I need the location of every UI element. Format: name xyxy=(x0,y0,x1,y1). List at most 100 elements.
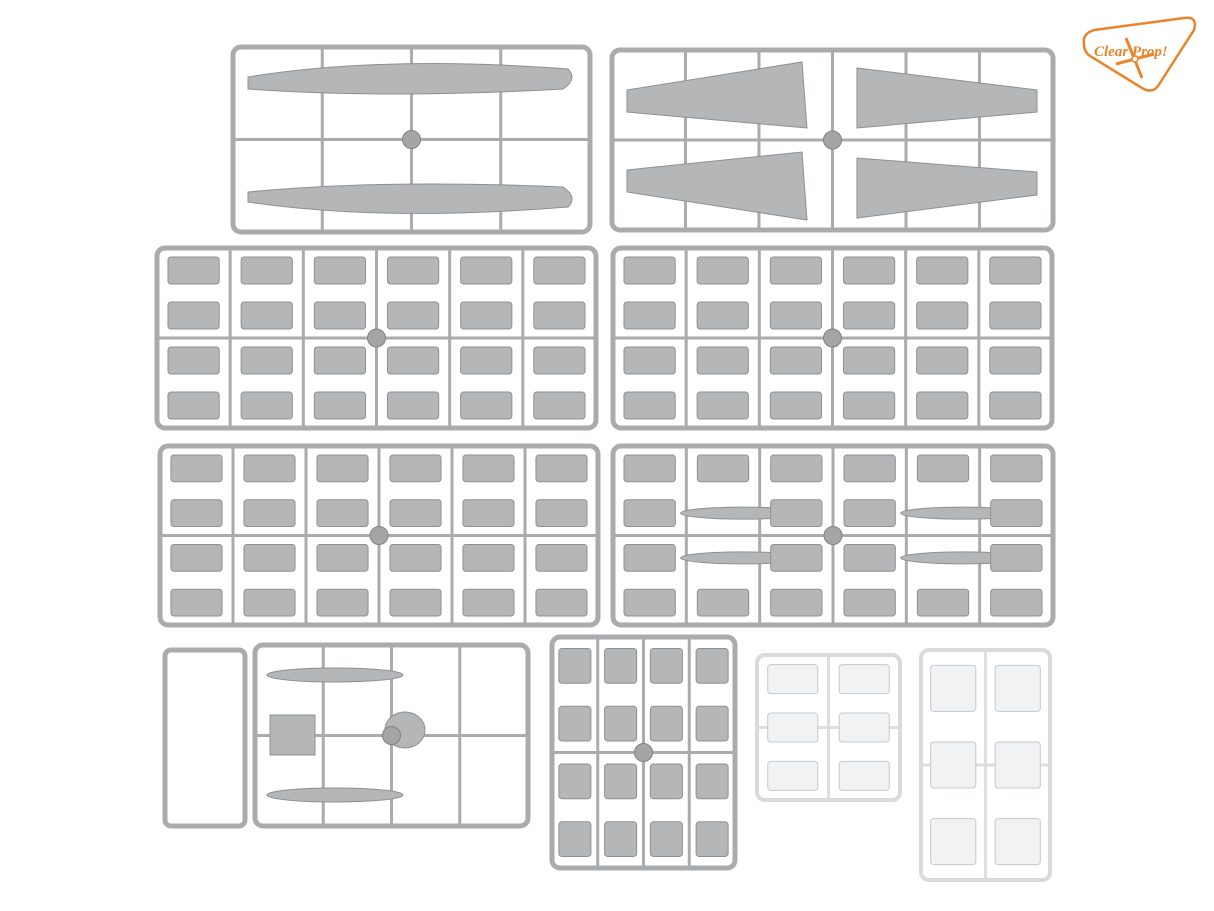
part xyxy=(170,588,223,617)
part xyxy=(243,543,296,572)
part xyxy=(843,543,896,572)
part xyxy=(696,256,749,285)
part xyxy=(990,588,1043,617)
part xyxy=(770,454,823,483)
part xyxy=(313,256,367,285)
part xyxy=(167,301,220,330)
part xyxy=(269,714,316,756)
part xyxy=(990,499,1043,528)
part xyxy=(767,664,819,695)
wing-part xyxy=(856,157,1038,219)
part xyxy=(770,588,823,617)
part xyxy=(989,301,1042,330)
part xyxy=(916,256,969,285)
part xyxy=(533,301,586,330)
fuselage-sprue xyxy=(230,44,593,235)
part xyxy=(313,391,367,420)
part xyxy=(989,346,1042,375)
tank-sprue xyxy=(252,642,531,829)
part xyxy=(535,499,588,528)
part xyxy=(695,821,729,857)
part xyxy=(767,712,819,743)
part xyxy=(533,256,586,285)
tail-sprue xyxy=(157,443,601,628)
part xyxy=(649,763,683,800)
part xyxy=(243,588,296,617)
part xyxy=(990,543,1043,572)
part xyxy=(842,301,896,330)
part xyxy=(916,454,970,483)
wing-sprue xyxy=(609,47,1056,233)
detail-sprue-2 xyxy=(610,245,1055,431)
part xyxy=(170,454,223,483)
part xyxy=(696,301,749,330)
part xyxy=(462,588,515,617)
part xyxy=(838,664,890,695)
part xyxy=(558,821,592,857)
part xyxy=(558,648,592,684)
part xyxy=(990,454,1043,483)
part xyxy=(535,543,588,572)
drop-tank xyxy=(266,667,404,683)
part xyxy=(623,391,676,420)
drop-tank xyxy=(266,787,404,803)
part xyxy=(623,301,676,330)
sprue-hub xyxy=(402,130,421,149)
fuselage-half xyxy=(247,63,573,95)
part xyxy=(843,454,896,483)
part xyxy=(930,741,977,789)
part xyxy=(695,763,729,800)
sprue-frame-extension xyxy=(162,647,248,829)
wing-part xyxy=(856,67,1038,129)
part xyxy=(994,818,1041,866)
part xyxy=(170,543,223,572)
part xyxy=(843,588,896,617)
part xyxy=(604,763,638,800)
part xyxy=(767,760,819,791)
part xyxy=(843,499,896,528)
part xyxy=(696,454,750,483)
part xyxy=(604,705,638,742)
clear-sprue-large xyxy=(919,648,1052,882)
part xyxy=(535,454,588,483)
part xyxy=(460,346,513,375)
sprue-hub xyxy=(823,526,843,545)
sprue-hub xyxy=(823,130,842,150)
sprue-hub xyxy=(634,743,653,762)
part xyxy=(167,391,220,420)
part xyxy=(916,588,970,617)
part xyxy=(240,256,293,285)
part xyxy=(842,256,896,285)
part xyxy=(462,499,515,528)
part xyxy=(240,391,293,420)
part xyxy=(696,588,750,617)
part xyxy=(769,346,823,375)
part xyxy=(989,256,1042,285)
part xyxy=(386,391,440,420)
small-parts-sprue xyxy=(549,634,738,871)
part xyxy=(240,301,293,330)
sprue-hub xyxy=(382,726,401,745)
part xyxy=(460,391,513,420)
part xyxy=(386,346,440,375)
part xyxy=(838,760,890,791)
part xyxy=(243,454,296,483)
part xyxy=(649,648,683,684)
part xyxy=(386,301,440,330)
part xyxy=(462,454,515,483)
part xyxy=(389,499,442,528)
part xyxy=(930,818,977,866)
part xyxy=(842,391,896,420)
part xyxy=(316,543,369,572)
part xyxy=(604,821,638,857)
wing-part xyxy=(626,61,808,129)
part xyxy=(462,543,515,572)
part xyxy=(769,301,823,330)
part xyxy=(916,346,969,375)
part xyxy=(916,301,969,330)
part xyxy=(623,454,676,483)
sprue-hub xyxy=(369,526,389,545)
part xyxy=(389,543,442,572)
part xyxy=(842,346,896,375)
part xyxy=(558,763,592,800)
